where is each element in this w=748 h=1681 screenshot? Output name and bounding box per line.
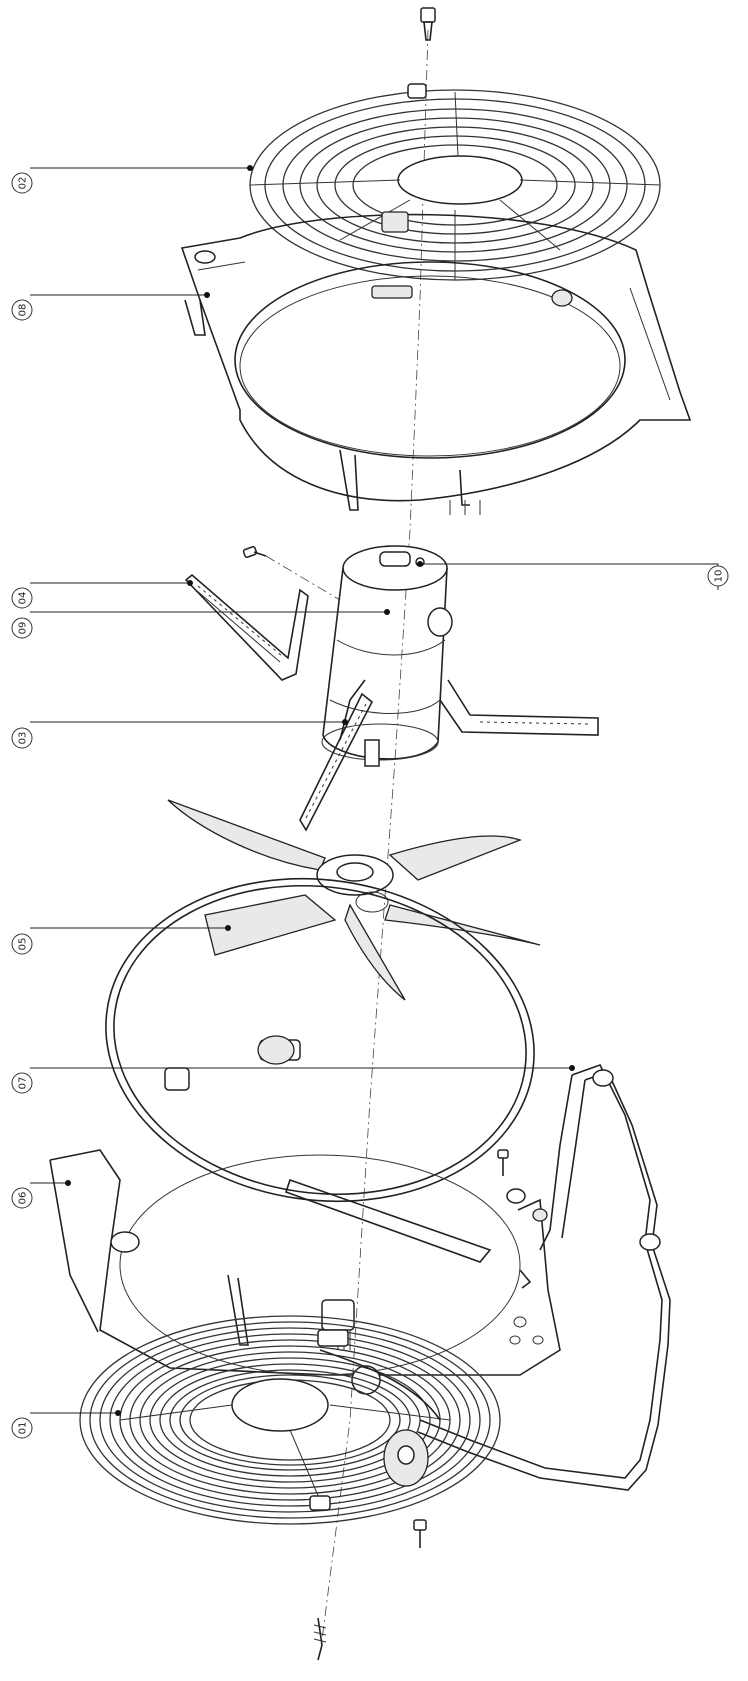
callout-08: 08 <box>11 299 33 321</box>
callout-03-label: 03 <box>18 732 29 745</box>
guard-ring-band <box>105 877 535 1203</box>
rear-wire-grill <box>79 1315 501 1525</box>
electric-motor <box>321 545 453 767</box>
callout-06-label: 06 <box>18 1192 29 1205</box>
callout-02: 02 <box>11 172 33 194</box>
callout-09-label: 09 <box>18 622 29 635</box>
callout-07-label: 07 <box>18 1077 29 1090</box>
callout-05: 05 <box>11 933 33 955</box>
rear-shroud <box>49 1149 561 1395</box>
callout-09: 09 <box>11 617 33 639</box>
bottom-screw-large <box>313 1617 327 1661</box>
fan-shroud <box>180 211 692 515</box>
callout-03: 03 <box>11 727 33 749</box>
callout-08-label: 08 <box>18 304 29 317</box>
callout-04-label: 04 <box>18 592 29 605</box>
bottom-screw-small <box>413 1519 427 1548</box>
side-screw-washer <box>497 1149 526 1204</box>
front-wire-grill <box>249 83 661 281</box>
motor-support-leg-left <box>299 692 374 832</box>
callout-05-label: 05 <box>18 938 29 951</box>
motor-bracket-arm <box>184 573 309 681</box>
callout-04: 04 <box>11 587 33 609</box>
callout-07: 07 <box>11 1072 33 1094</box>
callout-01-label: 01 <box>18 1422 29 1435</box>
callout-10-label: 10 <box>714 570 725 583</box>
leader-lines <box>30 165 719 1416</box>
callout-02-label: 02 <box>18 177 29 190</box>
callout-06: 06 <box>11 1187 33 1209</box>
callout-01: 01 <box>11 1417 33 1439</box>
callout-10: 10 <box>707 565 729 587</box>
bracket-screw <box>242 546 341 601</box>
motor-support-leg-right <box>439 679 599 736</box>
top-screw <box>420 7 436 41</box>
stand-tube-frame <box>417 1064 671 1491</box>
fan-impeller <box>167 799 541 1001</box>
